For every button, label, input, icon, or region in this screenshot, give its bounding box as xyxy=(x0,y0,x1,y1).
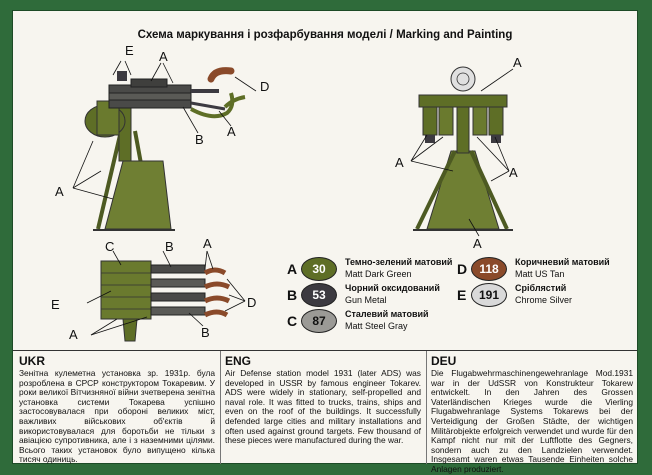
callout-B-top: B xyxy=(165,239,174,254)
heading-eng: ENG xyxy=(225,354,252,368)
legend-name-en: Matt US Tan xyxy=(515,269,565,279)
callout-A-side-low: A xyxy=(55,184,64,199)
marking-diagram: E A D A B A xyxy=(51,43,522,342)
callout-A-side-mid: A xyxy=(227,124,236,139)
callout-E-side: E xyxy=(125,43,134,58)
legend-letter: A xyxy=(287,261,298,277)
legend-name-en: Gun Metal xyxy=(345,295,387,305)
legend-name-ua: Сріблястий xyxy=(515,283,567,293)
column-divider xyxy=(220,351,221,464)
callout-E-top: E xyxy=(51,297,60,312)
page-title: Схема маркування і розфарбування моделі … xyxy=(137,29,513,41)
color-swatch: 87 xyxy=(301,309,337,333)
heading-ukr: UKR xyxy=(19,354,45,368)
front-view-drawing xyxy=(413,66,513,231)
body-deu: Die Flugabwehrmaschinengewehranlage Mod.… xyxy=(431,368,633,474)
callout-A-top-right: A xyxy=(203,236,212,251)
legend-name-en: Chrome Silver xyxy=(515,295,573,305)
callout-A-front-base: A xyxy=(473,236,482,251)
text-deu: DEU Die Flugabwehrmaschinengewehranlage … xyxy=(431,354,633,475)
legend-name-en: Matt Dark Green xyxy=(345,269,412,279)
legend-letter: E xyxy=(457,287,467,303)
callout-A-front-top: A xyxy=(513,55,522,70)
callout-A-front-right: A xyxy=(509,165,518,180)
callout-B-side: B xyxy=(195,132,204,147)
legend-letter: D xyxy=(457,261,468,277)
color-swatch: 191 xyxy=(471,283,507,307)
body-eng: Air Defense station model 1931 (later AD… xyxy=(225,368,421,446)
legend-name-ua: Сталевий матовий xyxy=(345,309,429,319)
color-swatch: 53 xyxy=(301,283,337,307)
heading-deu: DEU xyxy=(431,354,457,368)
instruction-sheet: Схема маркування і розфарбування моделі … xyxy=(12,10,638,474)
callout-C-top: C xyxy=(105,239,114,254)
legend-name-ua: Чорний оксидований xyxy=(345,283,440,293)
text-eng: ENG Air Defense station model 1931 (late… xyxy=(225,354,421,446)
column-divider xyxy=(426,351,427,464)
callout-B-top-low: B xyxy=(201,325,210,340)
side-view-drawing xyxy=(84,67,246,231)
legend-letter: B xyxy=(287,287,298,303)
divider xyxy=(13,350,637,351)
color-swatch: 30 xyxy=(301,257,337,281)
text-ukr: UKR Зенітна кулеметна установка зр. 1931… xyxy=(19,354,215,465)
top-view-drawing xyxy=(100,260,231,342)
color-swatch: 118 xyxy=(471,257,507,281)
callout-D-top: D xyxy=(247,295,256,310)
legend-name-en: Matt Steel Gray xyxy=(345,321,408,331)
callout-A-top-low: A xyxy=(69,327,78,342)
legend-name-ua: Коричневий матовий xyxy=(515,257,610,267)
legend-letter: C xyxy=(287,313,298,329)
legend-name-ua: Темно-зелений матовий xyxy=(345,257,453,267)
body-ukr: Зенітна кулеметна установка зр. 1931р. б… xyxy=(19,368,215,465)
callout-D-side: D xyxy=(260,79,269,94)
callout-A-front-left: A xyxy=(395,155,404,170)
callout-A-side-top: A xyxy=(159,49,168,64)
